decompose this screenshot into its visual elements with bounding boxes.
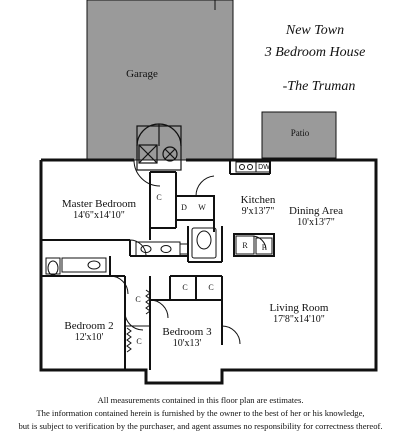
closet-doors: [125, 289, 151, 353]
master-bedroom-label: Master Bedroom 14'6"x14'10": [44, 198, 154, 222]
living-room-name: Living Room: [269, 302, 329, 314]
exterior-walls: [39, 158, 378, 385]
living-room-dims: 17'8"x14'10": [273, 314, 325, 325]
garage-area: [86, 0, 234, 161]
dining-area-dims: 10'x13'7": [297, 217, 335, 228]
kitchen-label: Kitchen 9'x13'7": [228, 194, 288, 218]
bedroom2-name: Bedroom 2: [64, 320, 114, 332]
master-bedroom-dims: 14'6"x14'10": [73, 210, 125, 221]
hall-closet-label: C: [135, 295, 141, 304]
living-room-label: Living Room 17'8"x14'10": [264, 302, 334, 326]
bedroom3-label: Bedroom 3 10'x13': [156, 326, 218, 350]
bedroom2-dims: 12'x10': [74, 332, 104, 343]
bedroom2-label: Bedroom 2 12'x10': [58, 320, 120, 344]
bedroom3-closet-right-label: C: [208, 283, 214, 292]
master-bedroom-name: Master Bedroom: [61, 198, 137, 210]
kitchen-appliances: [235, 161, 273, 255]
disclaimer: All measurements contained in this floor…: [0, 394, 401, 433]
range-label: R: [242, 241, 248, 250]
kitchen-dims: 9'x13'7": [241, 206, 275, 217]
master-closet-label: C: [156, 193, 162, 202]
washer-label: W: [198, 203, 206, 212]
title-line3: -The Truman: [282, 79, 356, 94]
dryer-label: D: [181, 203, 187, 212]
bedroom3-dims: 10'x13': [172, 338, 202, 349]
patio-label: Patio: [290, 128, 310, 138]
pantry-label: P: [261, 243, 267, 252]
title-line2: 3 Bedroom House: [264, 45, 366, 60]
title-line1: New Town: [285, 23, 345, 38]
bedroom3-closet-left-label: C: [182, 283, 188, 292]
bath-fixtures: [45, 227, 217, 276]
garage-entry: [136, 123, 182, 171]
disclaimer-line3: but is subject to verification by the pu…: [18, 421, 383, 431]
door-swings: [109, 159, 267, 345]
disclaimer-line1: All measurements contained in this floor…: [97, 395, 304, 405]
dining-area-label: Dining Area 10'x13'7": [284, 205, 348, 229]
disclaimer-line2: The information contained herein is furn…: [36, 408, 365, 418]
patio-area: [261, 111, 337, 159]
dishwasher-label: DW: [258, 164, 270, 171]
dining-area-name: Dining Area: [288, 205, 344, 217]
bedroom3-name: Bedroom 3: [162, 326, 212, 338]
bedroom2-closet-label: C: [136, 337, 142, 346]
kitchen-name: Kitchen: [240, 194, 276, 206]
garage-label: Garage: [126, 68, 158, 80]
plan-title: New Town 3 Bedroom House -The Truman: [240, 20, 390, 98]
